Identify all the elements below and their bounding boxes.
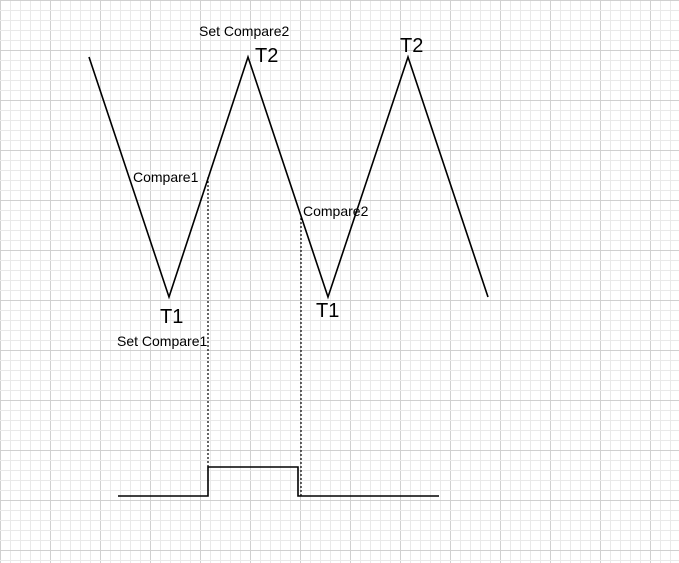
set-compare2-label: Set Compare2 xyxy=(199,23,290,39)
t2-peak-label-1: T2 xyxy=(255,45,279,67)
pwm-output-signal xyxy=(118,466,439,497)
compare1-label: Compare1 xyxy=(133,169,199,185)
t1-valley-label-1: T1 xyxy=(160,306,184,328)
compare2-label: Compare2 xyxy=(303,203,369,219)
t1-valley-label-2: T1 xyxy=(316,300,340,322)
set-compare1-label: Set Compare1 xyxy=(117,333,208,349)
t2-peak-label-2: T2 xyxy=(400,35,424,57)
triangle-counter-wave xyxy=(88,54,489,300)
